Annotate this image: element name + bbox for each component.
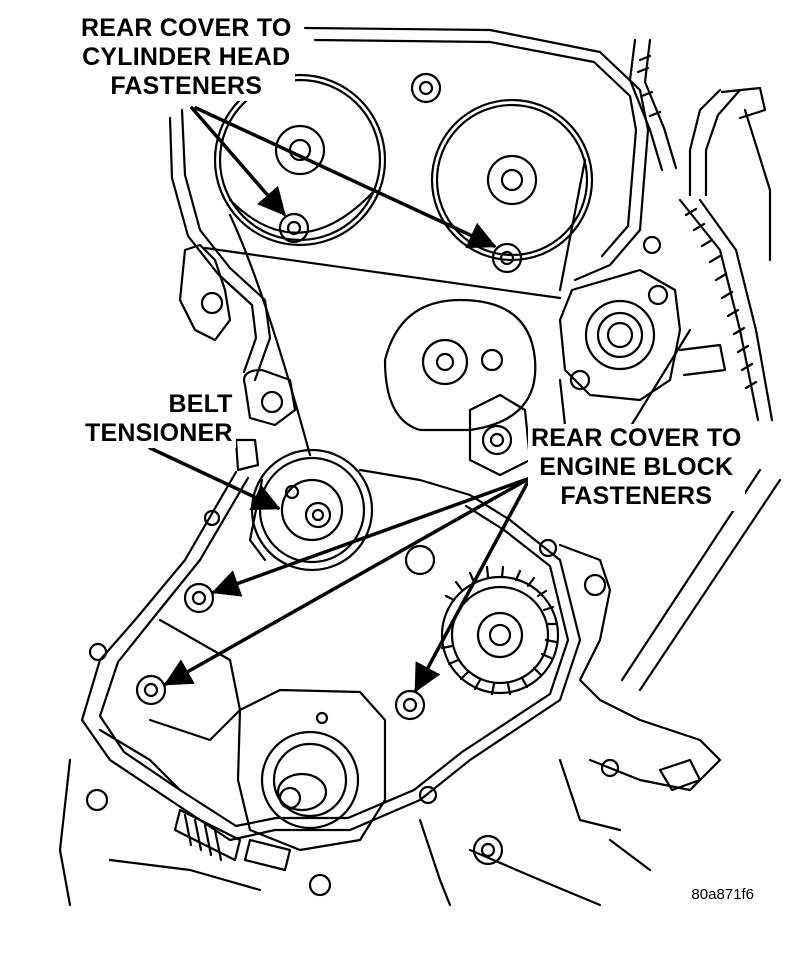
label-line: ENGINE BLOCK — [539, 453, 734, 481]
thermostat-housing — [558, 268, 727, 402]
camshaft-sprocket-left — [213, 73, 387, 247]
arrow-head-fastener-left — [190, 106, 286, 217]
label-rear-cover-to-cylinder-head: REAR COVER TO CYLINDER HEAD FASTENERS — [78, 14, 295, 101]
label-rear-cover-to-engine-block: REAR COVER TO ENGINE BLOCK FASTENERS — [528, 424, 745, 511]
arrow-head-fastener-right — [194, 106, 497, 249]
crankshaft-sprocket — [440, 565, 560, 696]
arrow-block-fastener-2 — [163, 476, 532, 686]
cylinder-head-fasteners — [278, 72, 662, 274]
label-line: TENSIONER — [85, 419, 233, 447]
figure-code: 80a871f6 — [689, 886, 756, 903]
arrow-block-fastener-3 — [414, 476, 532, 693]
idler-pulley — [383, 298, 537, 477]
label-line: REAR COVER TO — [531, 424, 742, 452]
camshaft-sprocket-right — [430, 98, 594, 262]
belt-tensioner — [248, 448, 374, 572]
label-line: FASTENERS — [560, 482, 713, 510]
label-line: BELT — [168, 390, 233, 418]
engine-block-outline — [58, 328, 782, 907]
crankshaft-snout — [173, 688, 387, 872]
arrow-block-fastener-1 — [211, 476, 532, 597]
label-line: CYLINDER HEAD — [82, 43, 291, 71]
wiring-harness — [628, 38, 774, 422]
label-line: REAR COVER TO — [81, 14, 292, 42]
arrow-tensioner — [148, 446, 281, 510]
tensioner-bracket — [178, 243, 297, 472]
label-line: FASTENERS — [110, 72, 263, 100]
timing-belt-path — [228, 158, 587, 457]
label-belt-tensioner: BELT TENSIONER — [82, 390, 236, 448]
upper-rear-cover — [168, 26, 650, 382]
water-pump — [538, 538, 722, 792]
